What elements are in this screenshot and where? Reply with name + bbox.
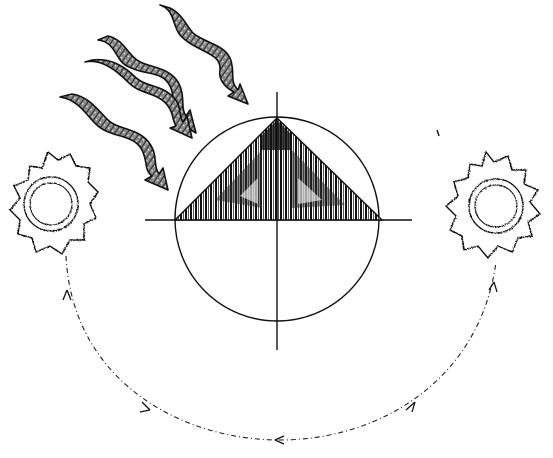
arc-arrow-bottom-left-icon (140, 402, 150, 412)
arc-arrow-left-up-icon (63, 290, 71, 300)
left-gear-icon (10, 152, 98, 254)
hatched-triangle (175, 118, 382, 220)
cycle-arc (63, 256, 497, 444)
wavy-arrows-group (60, 5, 248, 190)
right-gear-icon (446, 152, 540, 258)
cycle-arc-path (66, 256, 496, 440)
stray-mark (437, 130, 439, 136)
triangle-apex-shade (262, 120, 292, 150)
